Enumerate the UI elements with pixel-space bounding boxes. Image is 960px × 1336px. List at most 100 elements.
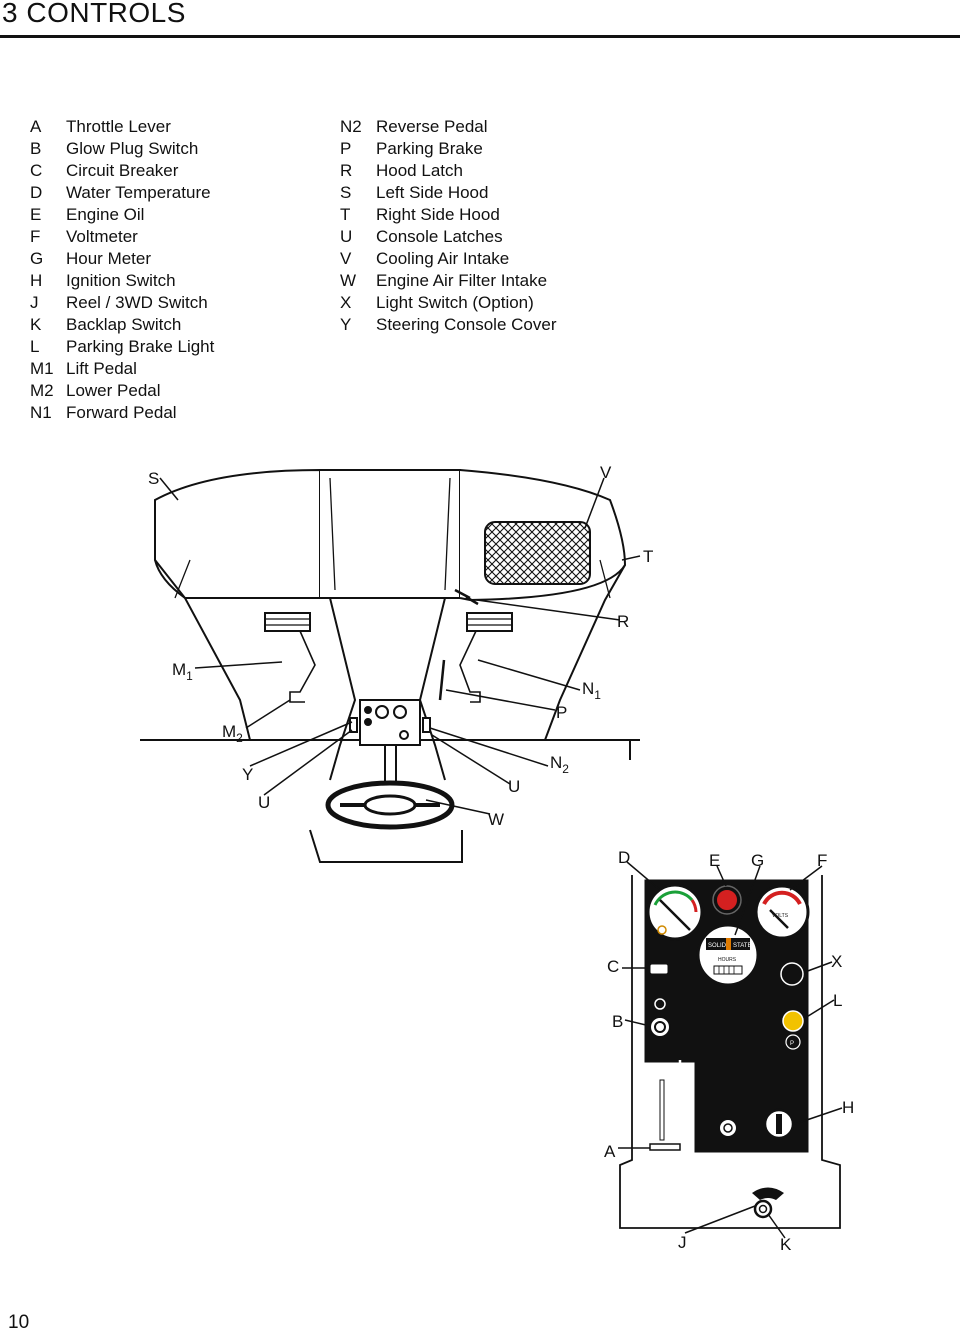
- right-pedal: [466, 612, 513, 632]
- control-panel-face: [644, 879, 809, 1153]
- legend-label: Light Switch (Option): [376, 293, 534, 312]
- page-header: 3 CONTROLS: [0, 0, 960, 38]
- legend-label: Left Side Hood: [376, 183, 489, 202]
- throttle-lever: [649, 1143, 681, 1151]
- legend-letter: W: [340, 271, 357, 290]
- left-side-hood: [154, 468, 321, 599]
- callout-l: L: [833, 991, 842, 1010]
- legend-item: V Cooling Air Intake: [340, 248, 556, 270]
- legend-label: Engine Oil: [66, 205, 145, 224]
- legend-item: F Voltmeter: [30, 226, 214, 248]
- legend-label: Hood Latch: [376, 161, 463, 180]
- legend-label: Lift Pedal: [66, 359, 137, 378]
- callout-d: D: [618, 848, 630, 867]
- console-overview-figure: [140, 468, 641, 863]
- cooling-air-intake-grille: [484, 521, 591, 585]
- callout-f: F: [817, 851, 827, 870]
- hood-top: [320, 469, 461, 599]
- legend-label: Voltmeter: [66, 227, 138, 246]
- console-latch-left: [349, 717, 358, 733]
- voltmeter-label: VOLTS: [772, 913, 789, 919]
- legend-letter: F: [30, 227, 41, 246]
- legend-letter: A: [30, 117, 42, 136]
- legend-label: Reverse Pedal: [376, 117, 488, 136]
- legend-item: W Engine Air Filter Intake: [340, 270, 556, 292]
- legend-letter: X: [340, 293, 352, 312]
- glow-plug-icon: [654, 998, 666, 1010]
- legend-letter: P: [340, 139, 352, 158]
- legend-letter: E: [30, 205, 42, 224]
- legend-letter: M2: [30, 381, 54, 400]
- callout-n1-subscript: 1: [594, 688, 601, 702]
- callout-n2: N2: [550, 753, 569, 776]
- legend-label: Lower Pedal: [66, 381, 161, 400]
- legend-label: Forward Pedal: [66, 403, 177, 422]
- hour-meter-label: HOURS: [718, 957, 737, 963]
- legend-letter: Y: [340, 315, 352, 334]
- callout-j: J: [678, 1233, 687, 1252]
- legend-letter: C: [30, 161, 43, 180]
- callout-c: C: [607, 957, 619, 976]
- throttle-slot: [659, 1079, 665, 1141]
- page-number: 10: [8, 1312, 30, 1333]
- callout-h: H: [842, 1098, 854, 1117]
- callout-x: X: [831, 952, 842, 971]
- legend-label: Reel / 3WD Switch: [66, 293, 208, 312]
- hour-meter-brand-right: STATE: [733, 943, 751, 949]
- callout-y: Y: [242, 765, 253, 784]
- callout-m2-subscript: 2: [236, 731, 243, 745]
- legend-label: Parking Brake: [376, 139, 483, 158]
- legend-letter: N1: [30, 403, 52, 422]
- callout-p: P: [556, 703, 567, 722]
- legend-item: J Reel / 3WD Switch: [30, 292, 214, 314]
- legend-item: R Hood Latch: [340, 160, 556, 182]
- callout-s: S: [148, 469, 159, 488]
- parking-brake-lamp: [782, 1010, 804, 1032]
- center-column: [329, 597, 446, 781]
- legend-label: Cooling Air Intake: [376, 249, 510, 268]
- legend-label: Water Temperature: [66, 183, 211, 202]
- legend-item: N1 Forward Pedal: [30, 402, 214, 424]
- callout-n1-letter: N: [582, 679, 594, 698]
- callout-b: B: [612, 1012, 623, 1031]
- parking-brake-symbol-icon: [785, 1034, 801, 1050]
- legend-letter: K: [30, 315, 42, 334]
- callout-a: A: [604, 1142, 616, 1161]
- callout-m2-letter: M: [222, 722, 236, 741]
- backlap-switch: [753, 1199, 773, 1219]
- hood-latch: [454, 588, 479, 606]
- reel-3wd-switch: [718, 1118, 738, 1138]
- callout-t: T: [643, 547, 653, 566]
- legend-label: Hour Meter: [66, 249, 152, 268]
- header-rule: [0, 35, 960, 38]
- callout-m2: M2: [222, 722, 243, 745]
- legend-letter: J: [30, 293, 39, 312]
- legend-letter: R: [340, 161, 353, 180]
- callout-k: K: [780, 1235, 792, 1254]
- legend-letter: T: [340, 205, 351, 224]
- control-panel-figure: VOLTS SOLID STATE HOURS P: [618, 861, 843, 1239]
- parking-symbol: P: [790, 1041, 794, 1047]
- legend-label: Circuit Breaker: [66, 161, 179, 180]
- legend-letter: V: [340, 249, 352, 268]
- engine-oil-lamp: [715, 888, 739, 912]
- legend-label: Ignition Switch: [66, 271, 176, 290]
- legend-item: P Parking Brake: [340, 138, 556, 160]
- legend-label: Steering Console Cover: [376, 315, 557, 334]
- callout-n1: N1: [582, 679, 601, 702]
- legend-label: Engine Air Filter Intake: [376, 271, 548, 290]
- legend-item: Y Steering Console Cover: [340, 314, 556, 336]
- callout-m1-subscript: 1: [186, 669, 193, 683]
